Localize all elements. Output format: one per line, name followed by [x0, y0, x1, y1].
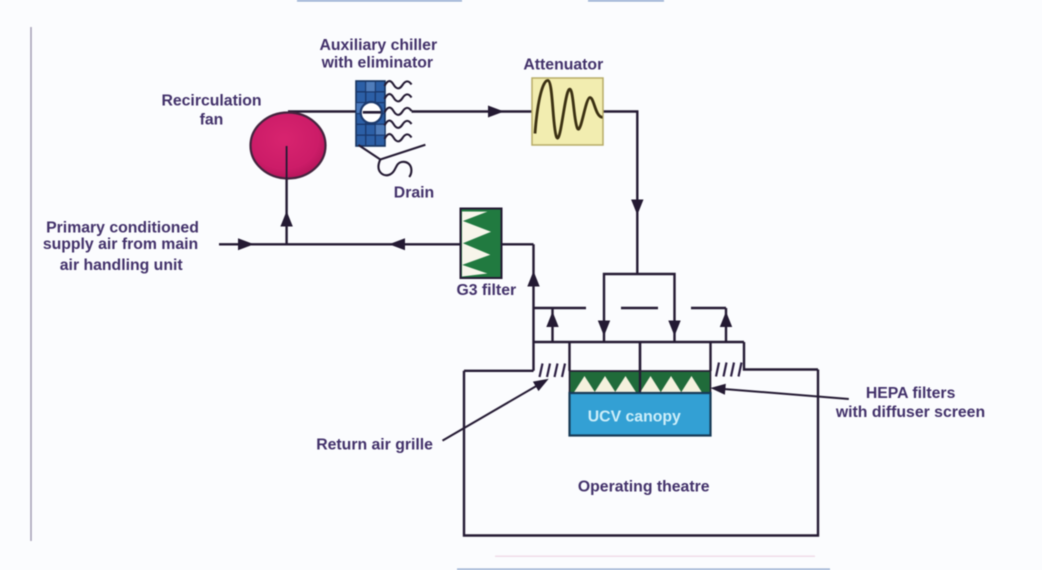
svg-text:fan: fan	[200, 111, 224, 128]
svg-text:with diffuser screen: with diffuser screen	[835, 404, 985, 421]
svg-text:with eliminator: with eliminator	[321, 54, 433, 71]
svg-text:Attenuator: Attenuator	[523, 57, 603, 74]
svg-text:Return air grille: Return air grille	[316, 436, 433, 453]
svg-text:HEPA filters: HEPA filters	[866, 385, 956, 402]
svg-text:supply air from main: supply air from main	[43, 236, 198, 253]
svg-text:Operating theatre: Operating theatre	[578, 478, 710, 495]
svg-text:air handling unit: air handling unit	[60, 257, 184, 274]
svg-text:Primary conditioned: Primary conditioned	[46, 219, 199, 236]
svg-text:Drain: Drain	[394, 185, 434, 202]
svg-text:G3 filter: G3 filter	[456, 282, 516, 299]
svg-text:Auxiliary chiller: Auxiliary chiller	[319, 37, 437, 54]
svg-text:UCV canopy: UCV canopy	[588, 409, 681, 426]
svg-text:Recirculation: Recirculation	[161, 92, 261, 109]
